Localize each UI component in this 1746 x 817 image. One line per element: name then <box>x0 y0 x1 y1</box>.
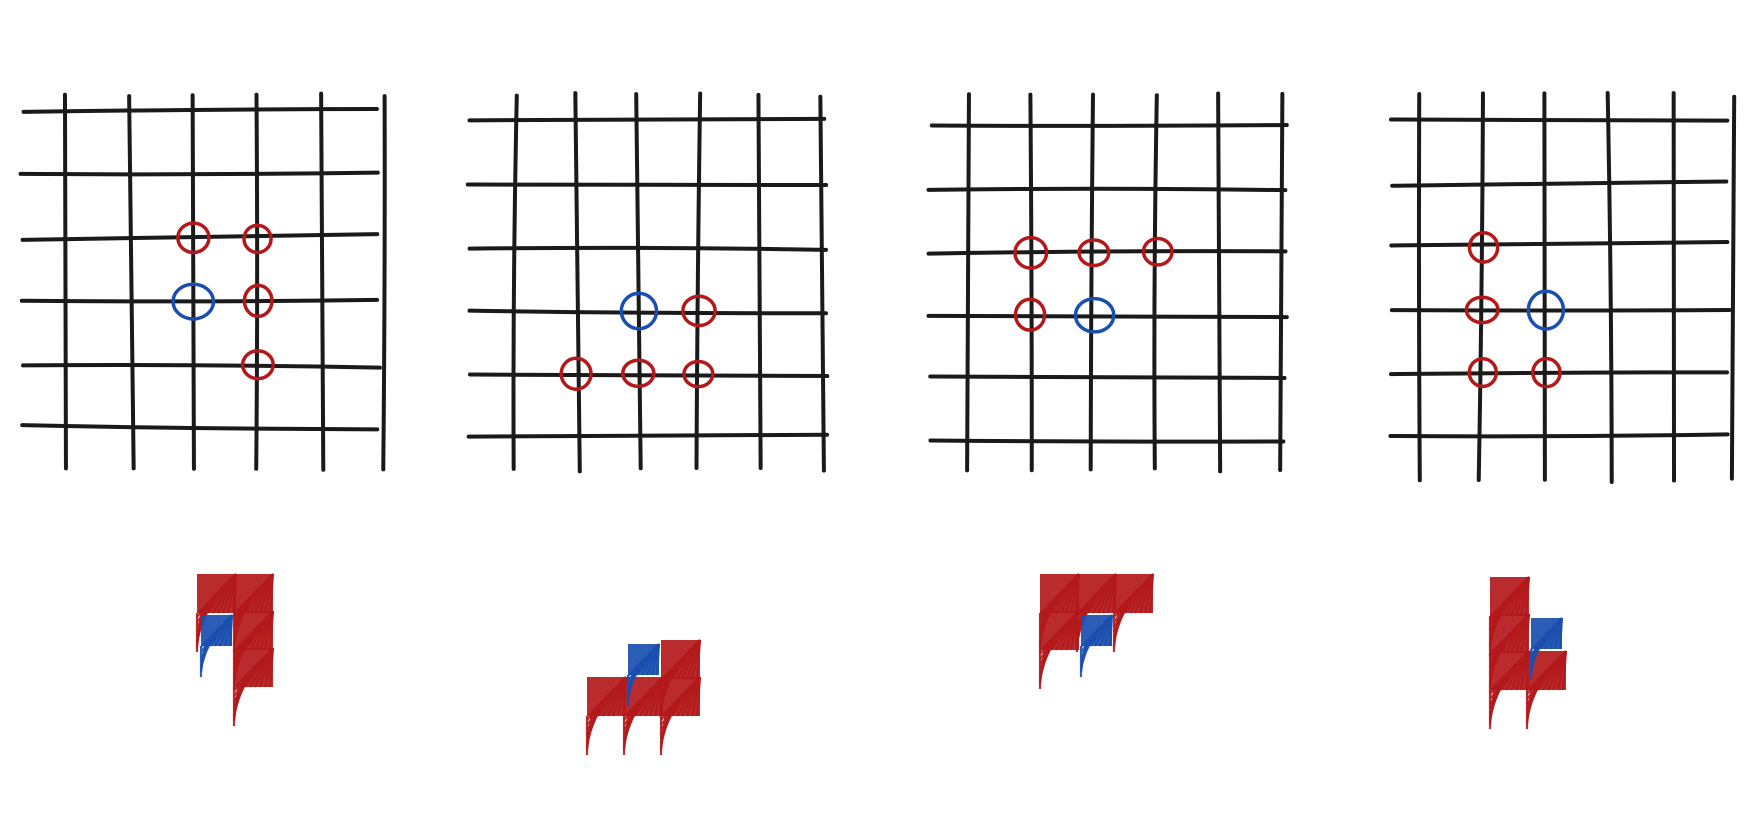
scribbled-shape-2 <box>585 639 702 755</box>
grid-vertical-line <box>319 91 326 472</box>
scribbled-shape-3 <box>1038 573 1155 689</box>
grid-vertical-line <box>1152 93 1159 471</box>
blue-circle-marker <box>1526 289 1566 331</box>
grid-lines <box>1388 91 1737 484</box>
scribbled-shape-1 <box>195 573 275 726</box>
red-circle-marker <box>240 349 275 381</box>
red-circle-marker <box>1013 235 1049 270</box>
blue-shape-cell <box>1079 614 1114 677</box>
blue-circle-marker <box>619 291 659 331</box>
red-circle-marker <box>559 356 593 391</box>
red-shape-cell <box>232 647 275 726</box>
red-circle-marker <box>1464 295 1500 325</box>
grid-horizontal-line <box>467 116 827 123</box>
grid-horizontal-line <box>467 308 828 316</box>
grid-horizontal-line <box>466 432 830 439</box>
red-circle-marker <box>1531 356 1562 389</box>
grid-horizontal-line <box>18 170 380 177</box>
red-circle-marker <box>1013 297 1047 332</box>
grid-vertical-line <box>756 92 763 471</box>
red-shape-cell <box>585 676 628 755</box>
red-circle-marker <box>176 221 211 255</box>
grid-panel-2 <box>465 91 830 755</box>
grid-vertical-line <box>127 94 136 471</box>
red-circle-marker <box>682 359 715 389</box>
grid-vertical-line <box>254 92 260 471</box>
grid-vertical-line <box>381 94 387 472</box>
red-shape-cell <box>1525 650 1568 729</box>
grid-horizontal-line <box>1389 240 1730 248</box>
panels <box>18 91 1737 755</box>
grid-horizontal-line <box>1388 117 1730 123</box>
grid-vertical-line <box>1476 91 1485 482</box>
grid-vertical-line <box>818 94 826 473</box>
grid-vertical-line <box>634 92 643 471</box>
red-circle-marker <box>621 358 656 389</box>
blue-shape-cell <box>1529 617 1564 680</box>
grid-vertical-line <box>1729 94 1737 481</box>
grid-lines <box>465 91 830 474</box>
grid-horizontal-line <box>465 182 829 188</box>
grid-horizontal-line <box>20 232 380 242</box>
red-shape-cell <box>659 676 702 755</box>
blue-circle-marker <box>1073 296 1116 334</box>
grid-lines <box>926 91 1289 474</box>
grid-horizontal-line <box>1388 432 1730 439</box>
red-circle-marker <box>242 223 273 255</box>
grid-horizontal-line <box>20 423 380 432</box>
grid-vertical-line <box>1028 92 1034 473</box>
red-circle-marker <box>681 294 717 328</box>
grid-vertical-line <box>1542 91 1547 482</box>
grid-vertical-line <box>1605 91 1614 484</box>
red-shape-cell <box>659 639 702 718</box>
red-shape-cell <box>1488 613 1531 692</box>
grid-vertical-line <box>694 91 703 471</box>
grid-vertical-line <box>965 92 971 473</box>
red-shape-cell <box>1488 650 1531 729</box>
grid-horizontal-line <box>21 363 382 370</box>
grid-vertical-line <box>1216 91 1223 474</box>
grid-horizontal-line <box>929 123 1289 128</box>
red-circle-marker <box>1467 230 1500 264</box>
grid-horizontal-line <box>21 107 379 114</box>
grid-horizontal-line <box>928 438 1286 444</box>
grid-horizontal-line <box>928 374 1287 380</box>
red-shape-cell <box>1112 573 1155 652</box>
grid-horizontal-line <box>1390 179 1729 188</box>
grid-panel-1 <box>18 91 387 726</box>
grid-panel-3 <box>926 91 1289 689</box>
grid-horizontal-line <box>19 297 380 304</box>
blue-shape-cell <box>199 614 234 677</box>
grid-vertical-line <box>1088 92 1095 472</box>
red-shape-cell <box>195 573 238 652</box>
grid-vertical-line <box>190 93 196 471</box>
grid-vertical-line <box>573 91 582 474</box>
blue-shape-cell <box>626 643 661 706</box>
grid-vertical-line <box>511 93 519 471</box>
red-circle-marker <box>1077 238 1111 268</box>
red-shape-cell <box>1038 610 1081 689</box>
grid-vertical-line <box>62 92 68 471</box>
grid-horizontal-line <box>467 372 830 379</box>
red-circle-marker <box>1141 236 1174 267</box>
grid-horizontal-line <box>926 186 1288 193</box>
red-circle-marker <box>242 283 274 319</box>
grid-lines <box>18 91 387 472</box>
grid-horizontal-line <box>467 245 828 252</box>
red-circle-marker <box>1467 356 1499 389</box>
grid-horizontal-line <box>926 313 1289 320</box>
scribbled-shape-4 <box>1488 576 1568 729</box>
grid-vertical-line <box>1416 91 1422 483</box>
blue-circle-marker <box>171 282 216 321</box>
grid-vertical-line <box>1278 91 1285 472</box>
grid-panel-4 <box>1388 91 1737 729</box>
